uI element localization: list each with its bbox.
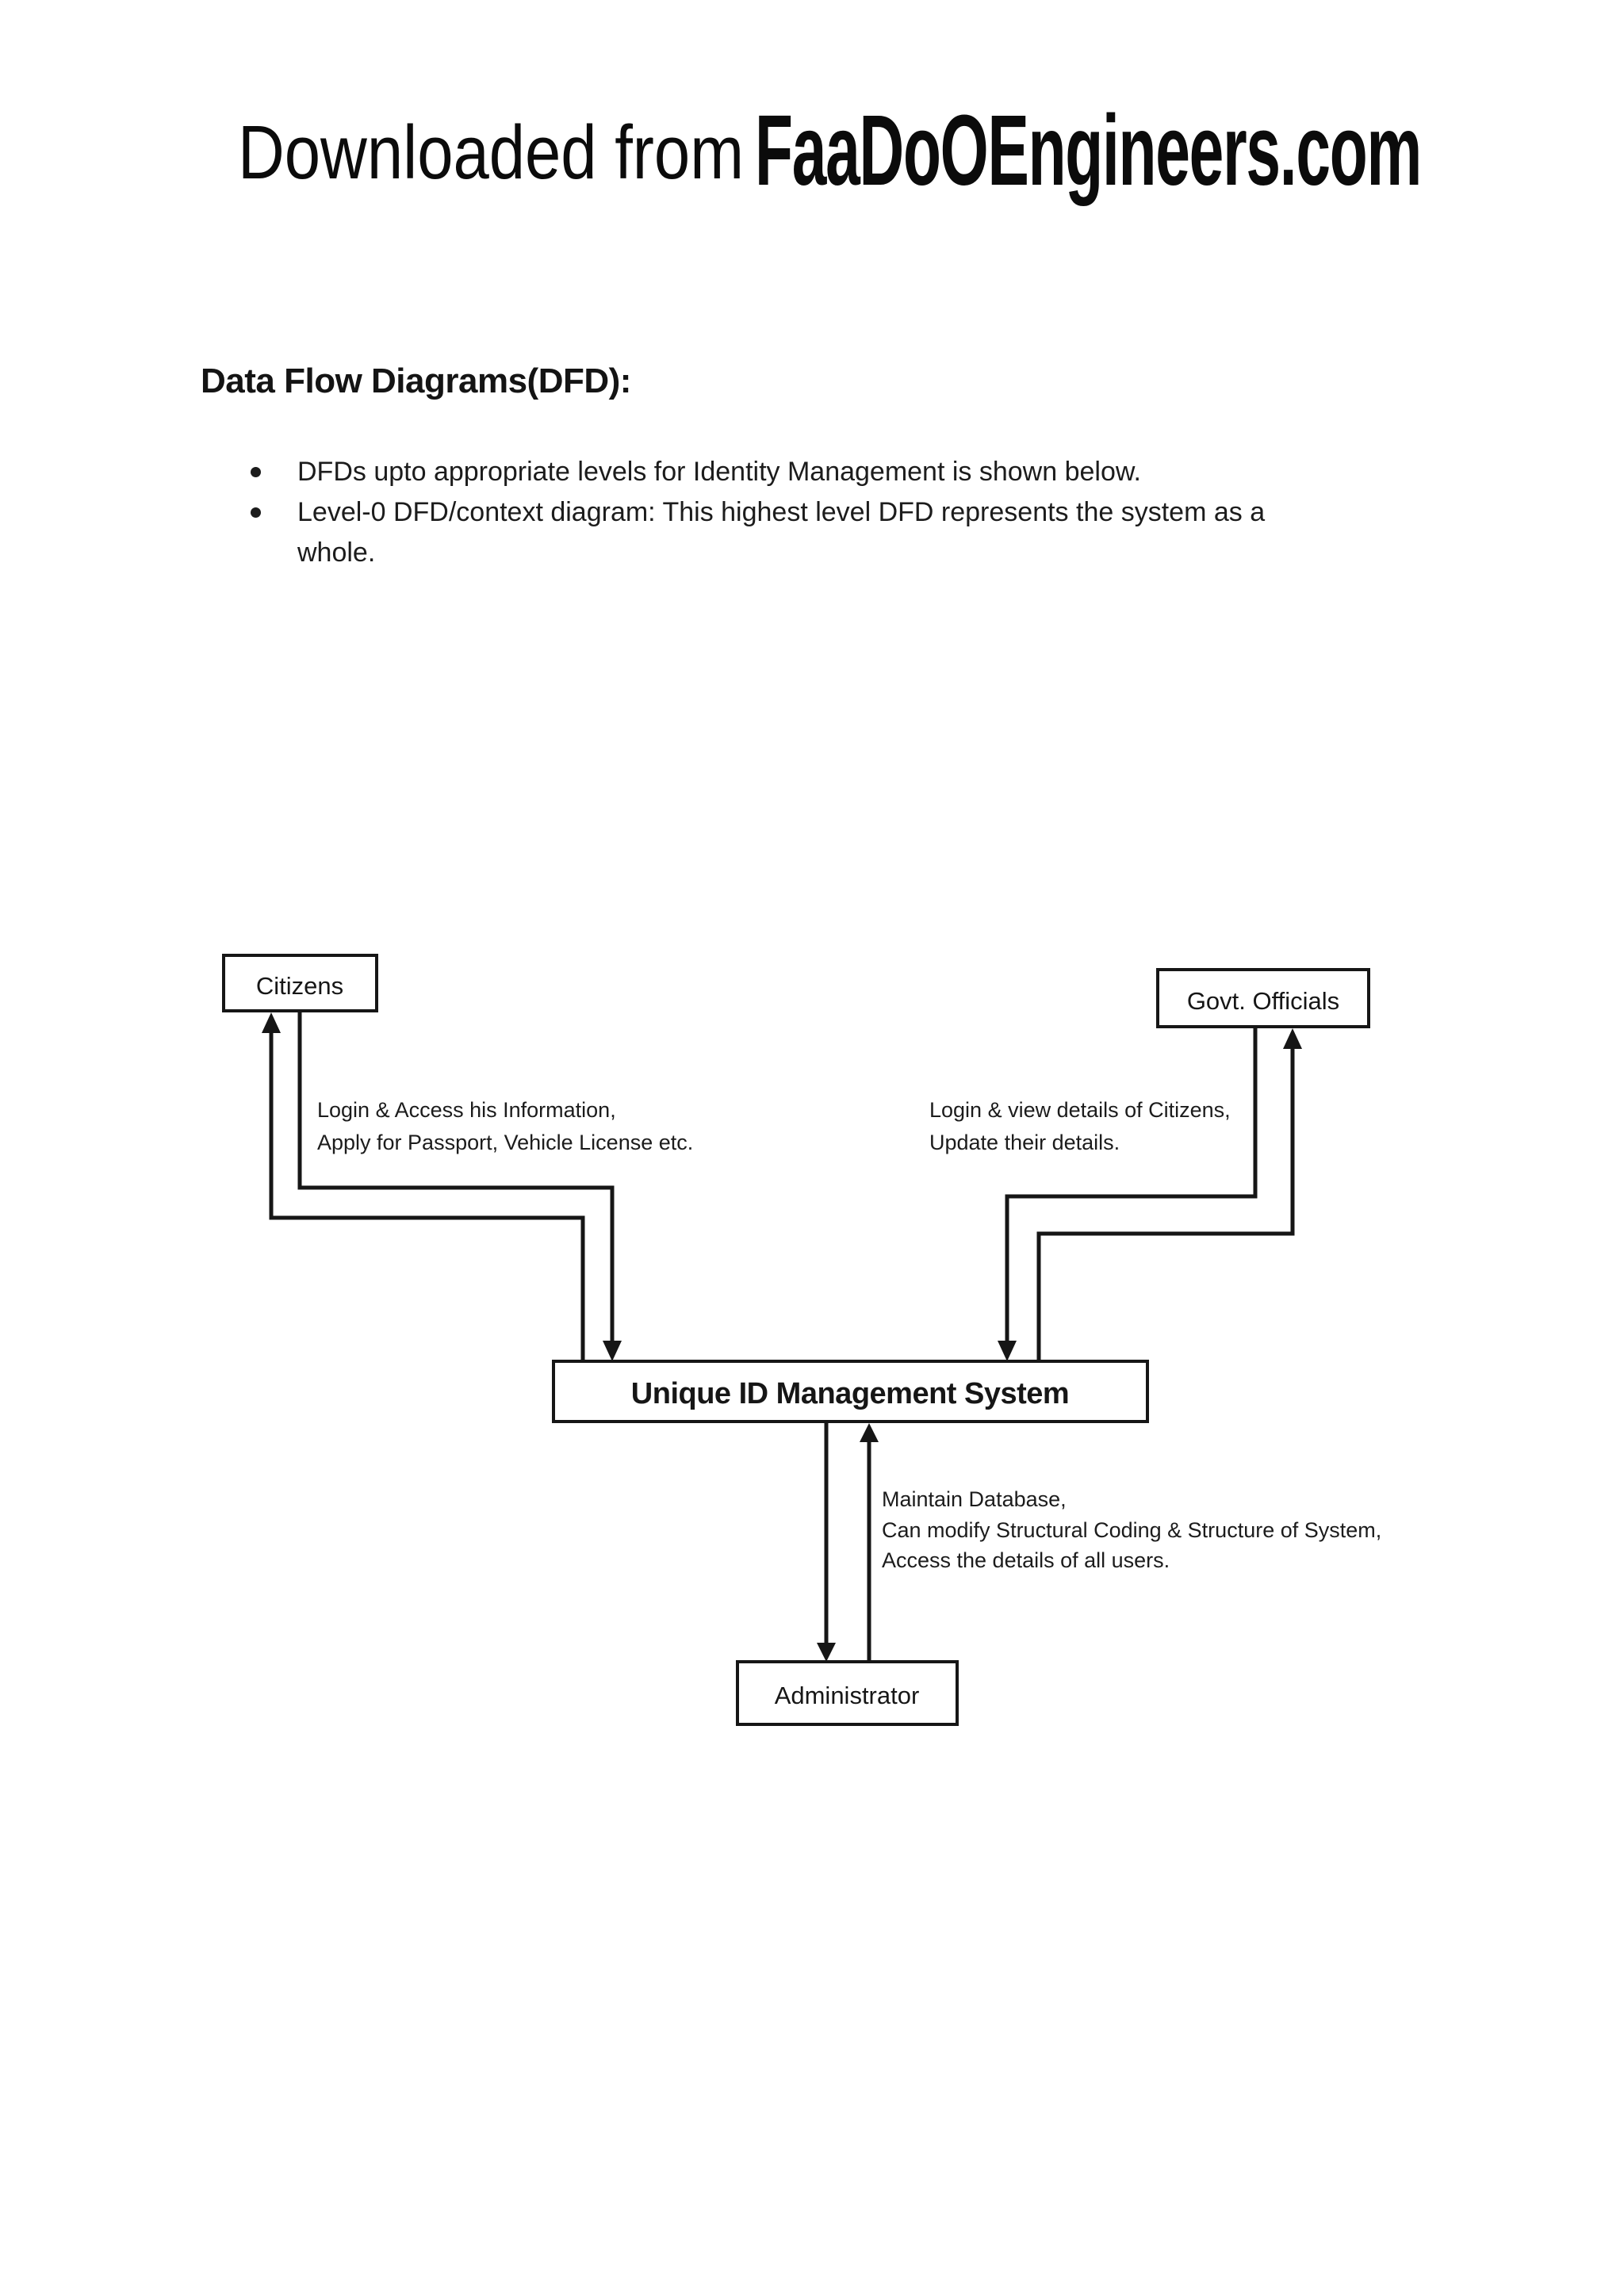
node-system-box	[552, 1360, 1149, 1423]
node-citizens-label: Citizens	[256, 972, 343, 1000]
node-govt-officials-box	[1156, 968, 1370, 1028]
arrowhead-into-govt-officials	[1283, 1028, 1302, 1049]
node-govt-officials-label: Govt. Officials	[1187, 987, 1339, 1015]
bullet-text: Level-0 DFD/context diagram: This highes…	[297, 492, 1265, 573]
node-citizens-box	[222, 954, 378, 1012]
logo-brand-text: FaaDoOEngineers.com	[755, 94, 1421, 206]
bullet-line: whole.	[297, 538, 376, 568]
bullet-text: DFDs upto appropriate levels for Identit…	[297, 452, 1141, 492]
edge-label-citizens-line-1: Login & Access his Information,	[317, 1098, 616, 1122]
list-item: DFDs upto appropriate levels for Identit…	[251, 452, 1265, 492]
edge-system-to-govt-officials	[1036, 1047, 1295, 1361]
page-title: Data Flow Diagrams(DFD):	[201, 362, 631, 400]
node-administrator-label: Administrator	[775, 1682, 920, 1709]
bullet-line: DFDs upto appropriate levels for Identit…	[297, 457, 1141, 487]
edge-label-citizens-line-2: Apply for Passport, Vehicle License etc.	[317, 1131, 693, 1154]
edge-label-govt-line-1: Login & view details of Citizens,	[929, 1098, 1231, 1122]
list-item: Level-0 DFD/context diagram: This highes…	[251, 492, 1265, 573]
bullet-line: Level-0 DFD/context diagram: This highes…	[297, 497, 1266, 527]
bullet-icon	[251, 507, 261, 518]
site-logo: Downloaded from FaaDoOEngineers.com	[238, 94, 1423, 206]
edge-govt-officials-to-system	[1005, 1027, 1258, 1342]
arrowhead-into-administrator	[817, 1643, 836, 1662]
node-system-label: Unique ID Management System	[631, 1377, 1069, 1410]
edge-label-admin-line-1: Maintain Database,	[882, 1487, 1067, 1511]
arrowhead-into-system-bottom	[860, 1423, 879, 1442]
arrowhead-into-citizens	[262, 1012, 281, 1033]
node-administrator-box	[736, 1660, 959, 1726]
logo-prefix-text: Downloaded from	[238, 110, 744, 195]
bullet-list: DFDs upto appropriate levels for Identit…	[251, 452, 1265, 573]
edge-label-admin-line-2: Can modify Structural Coding & Structure…	[882, 1518, 1381, 1542]
edge-label-admin-line-3: Access the details of all users.	[882, 1548, 1170, 1572]
arrowhead-into-system-left	[603, 1341, 622, 1361]
edge-system-to-citizens	[269, 1031, 585, 1361]
bullet-icon	[251, 467, 261, 477]
dfd-diagram: Citizens Govt. Officials Unique ID Manag…	[222, 954, 1381, 1726]
arrowhead-into-system-right	[998, 1341, 1017, 1361]
edge-citizens-to-system	[297, 1011, 615, 1342]
edge-label-govt-line-2: Update their details.	[929, 1131, 1120, 1154]
